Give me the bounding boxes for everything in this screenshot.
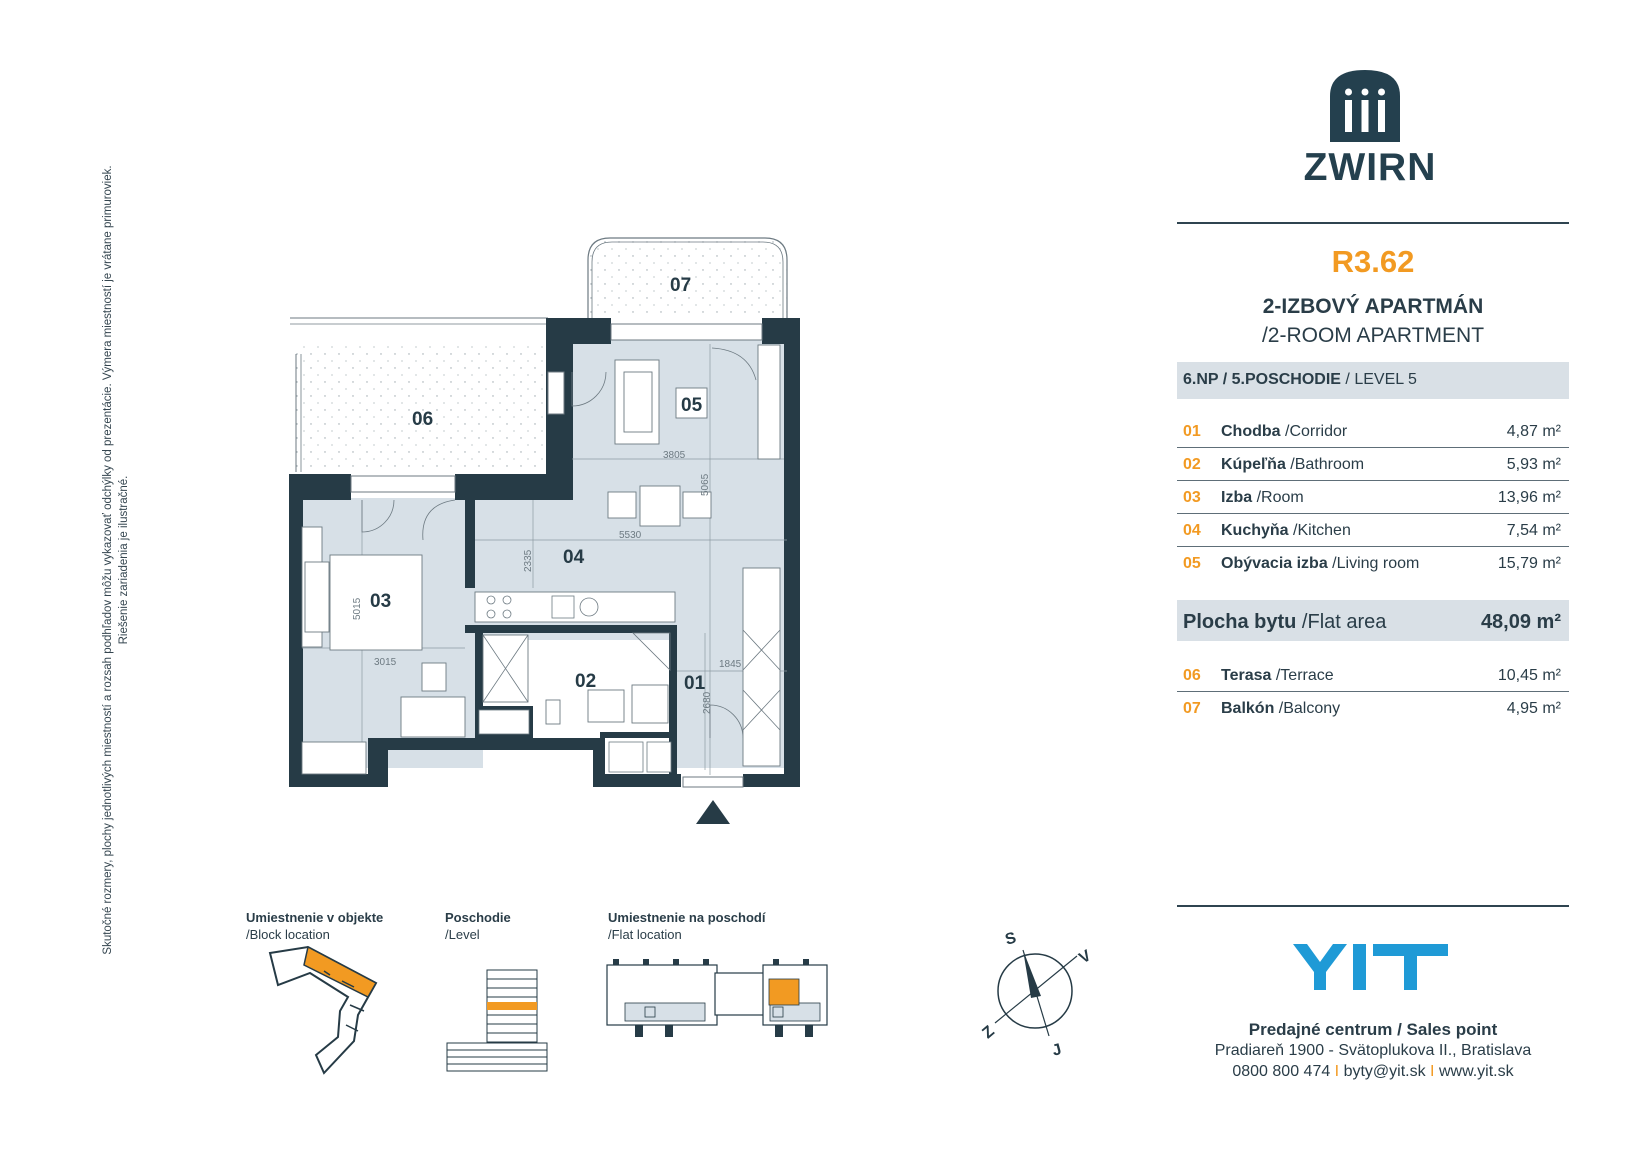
sales-address: Pradiareň 1900 - Svätoplukova II., Brati… — [1214, 1042, 1532, 1059]
compass-needle-icon — [1023, 950, 1041, 998]
flat-location-sub: /Flat location — [608, 927, 682, 942]
apartment-type-en: /2-ROOM APARTMENT — [1261, 324, 1485, 347]
terrace-06 — [293, 345, 546, 472]
room-row: 04 Kuchyňa /Kitchen 7,54 m² — [1177, 513, 1569, 547]
divider-bottom — [1177, 905, 1569, 907]
sales-email[interactable]: byty@yit.sk — [1343, 1063, 1426, 1080]
level-bar: 6.NP / 5.POSCHODIE / LEVEL 5 — [1177, 362, 1569, 399]
zwirn-building-logo — [1330, 70, 1400, 142]
dim-3015: 3015 — [374, 657, 397, 668]
compass-v: V — [1076, 947, 1094, 967]
room-row: 05 Obývacia izba /Living room 15,79 m² — [1183, 555, 1561, 572]
flat-area-bar: Plocha bytu /Flat area 48,09 m² — [1177, 600, 1569, 641]
yit-logo — [1293, 944, 1448, 990]
entrance-arrow-icon — [696, 800, 730, 824]
level-text: 6.NP / 5.POSCHODIE / LEVEL 5 — [1183, 371, 1417, 388]
flat-location-title: Umiestnenie na poschodí — [608, 910, 766, 925]
balcony-07 — [587, 237, 788, 318]
dim-5065: 5065 — [700, 473, 711, 496]
compass-rose: S V Z J — [979, 929, 1094, 1058]
disclaimer-line-2: Riešenie zariadenia je ilustračné. — [118, 475, 130, 645]
compass-z: Z — [979, 1023, 998, 1042]
compass-j: J — [1050, 1041, 1063, 1058]
sales-title: Predajné centrum / Sales point — [1248, 1020, 1498, 1039]
dim-5015: 5015 — [352, 597, 363, 620]
sales-contacts: 0800 800 474 I byty@yit.sk I www.yit.sk — [1232, 1063, 1514, 1080]
dim-2335: 2335 — [523, 549, 534, 572]
level-title: Poschodie — [445, 910, 511, 925]
compass-s: S — [1003, 929, 1018, 948]
divider-top — [1177, 222, 1569, 224]
disclaimer: Skutočné rozmery, plochy jednotlivých mi… — [100, 110, 132, 1010]
block-location-map — [268, 945, 378, 1075]
outdoor-row: 07 Balkón /Balcony 4,95 m² — [1183, 700, 1561, 717]
brand-name: ZWIRN — [1303, 146, 1437, 189]
room-label-07: 07 — [670, 275, 691, 296]
dim-2680: 2680 — [702, 691, 713, 714]
disclaimer-line-1: Skutočné rozmery, plochy jednotlivých mi… — [102, 165, 114, 955]
room-label-02: 02 — [575, 671, 596, 692]
block-location-sub: /Block location — [246, 927, 330, 942]
level-map — [446, 969, 548, 1072]
room-label-05: 05 — [681, 395, 703, 416]
sales-web[interactable]: www.yit.sk — [1438, 1063, 1514, 1080]
dim-3805: 3805 — [663, 450, 686, 461]
apartment-type-sk: 2-IZBOVÝ APARTMÁN — [1262, 295, 1484, 318]
block-location-title: Umiestnenie v objekte — [246, 910, 384, 925]
room-label-06: 06 — [412, 409, 433, 430]
flat-location-map — [606, 959, 828, 1037]
apartment-code: R3.62 — [1331, 244, 1415, 279]
room-row: 01 Chodba /Corridor 4,87 m² — [1177, 414, 1569, 448]
room-label-01: 01 — [684, 673, 706, 694]
dim-1845: 1845 — [719, 659, 742, 670]
floor-plan: 3805 5530 3015 1845 5065 2335 5015 2680 … — [289, 237, 800, 824]
level-sub: /Level — [445, 927, 480, 942]
dim-5530: 5530 — [619, 530, 642, 541]
flat-area-value: 48,09 m² — [1480, 611, 1561, 633]
room-label-04: 04 — [563, 547, 585, 568]
outdoor-row: 06 Terasa /Terrace 10,45 m² — [1177, 658, 1569, 692]
sales-phone[interactable]: 0800 800 474 — [1232, 1063, 1331, 1080]
room-row: 03 Izba /Room 13,96 m² — [1177, 480, 1569, 514]
room-row: 02 Kúpeľňa /Bathroom 5,93 m² — [1177, 447, 1569, 481]
room-label-03: 03 — [370, 591, 391, 612]
